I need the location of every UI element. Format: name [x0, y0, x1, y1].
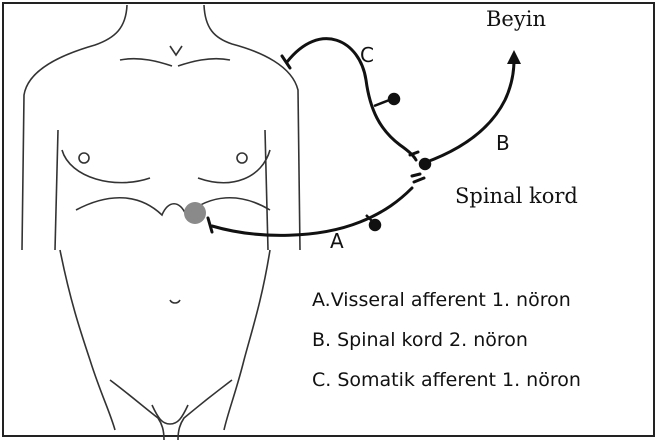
label-c: C — [360, 43, 374, 67]
synapse-knob-a — [370, 220, 380, 230]
label-b: B — [496, 131, 510, 155]
label-a: A — [330, 229, 344, 253]
torso-outline — [22, 5, 300, 440]
legend-item-a: A.Visseral afferent 1. nöron — [312, 280, 581, 320]
right-nipple-icon — [237, 153, 247, 163]
legend-item-c: C. Somatik afferent 1. nöron — [312, 360, 581, 400]
legend-item-b: B. Spinal kord 2. nöron — [312, 320, 581, 360]
synapse-knob-b — [420, 159, 430, 169]
legend: A.Visseral afferent 1. nöron B. Spinal k… — [312, 280, 581, 400]
spinal-cord-label: Spinal kord — [455, 184, 578, 208]
left-nipple-icon — [79, 153, 89, 163]
brain-label: Beyin — [486, 7, 546, 31]
synapse-knob-c — [389, 94, 399, 104]
arrow-up-icon — [507, 50, 521, 64]
pathway-a — [212, 188, 412, 235]
visceral-organ-spot — [184, 202, 206, 224]
